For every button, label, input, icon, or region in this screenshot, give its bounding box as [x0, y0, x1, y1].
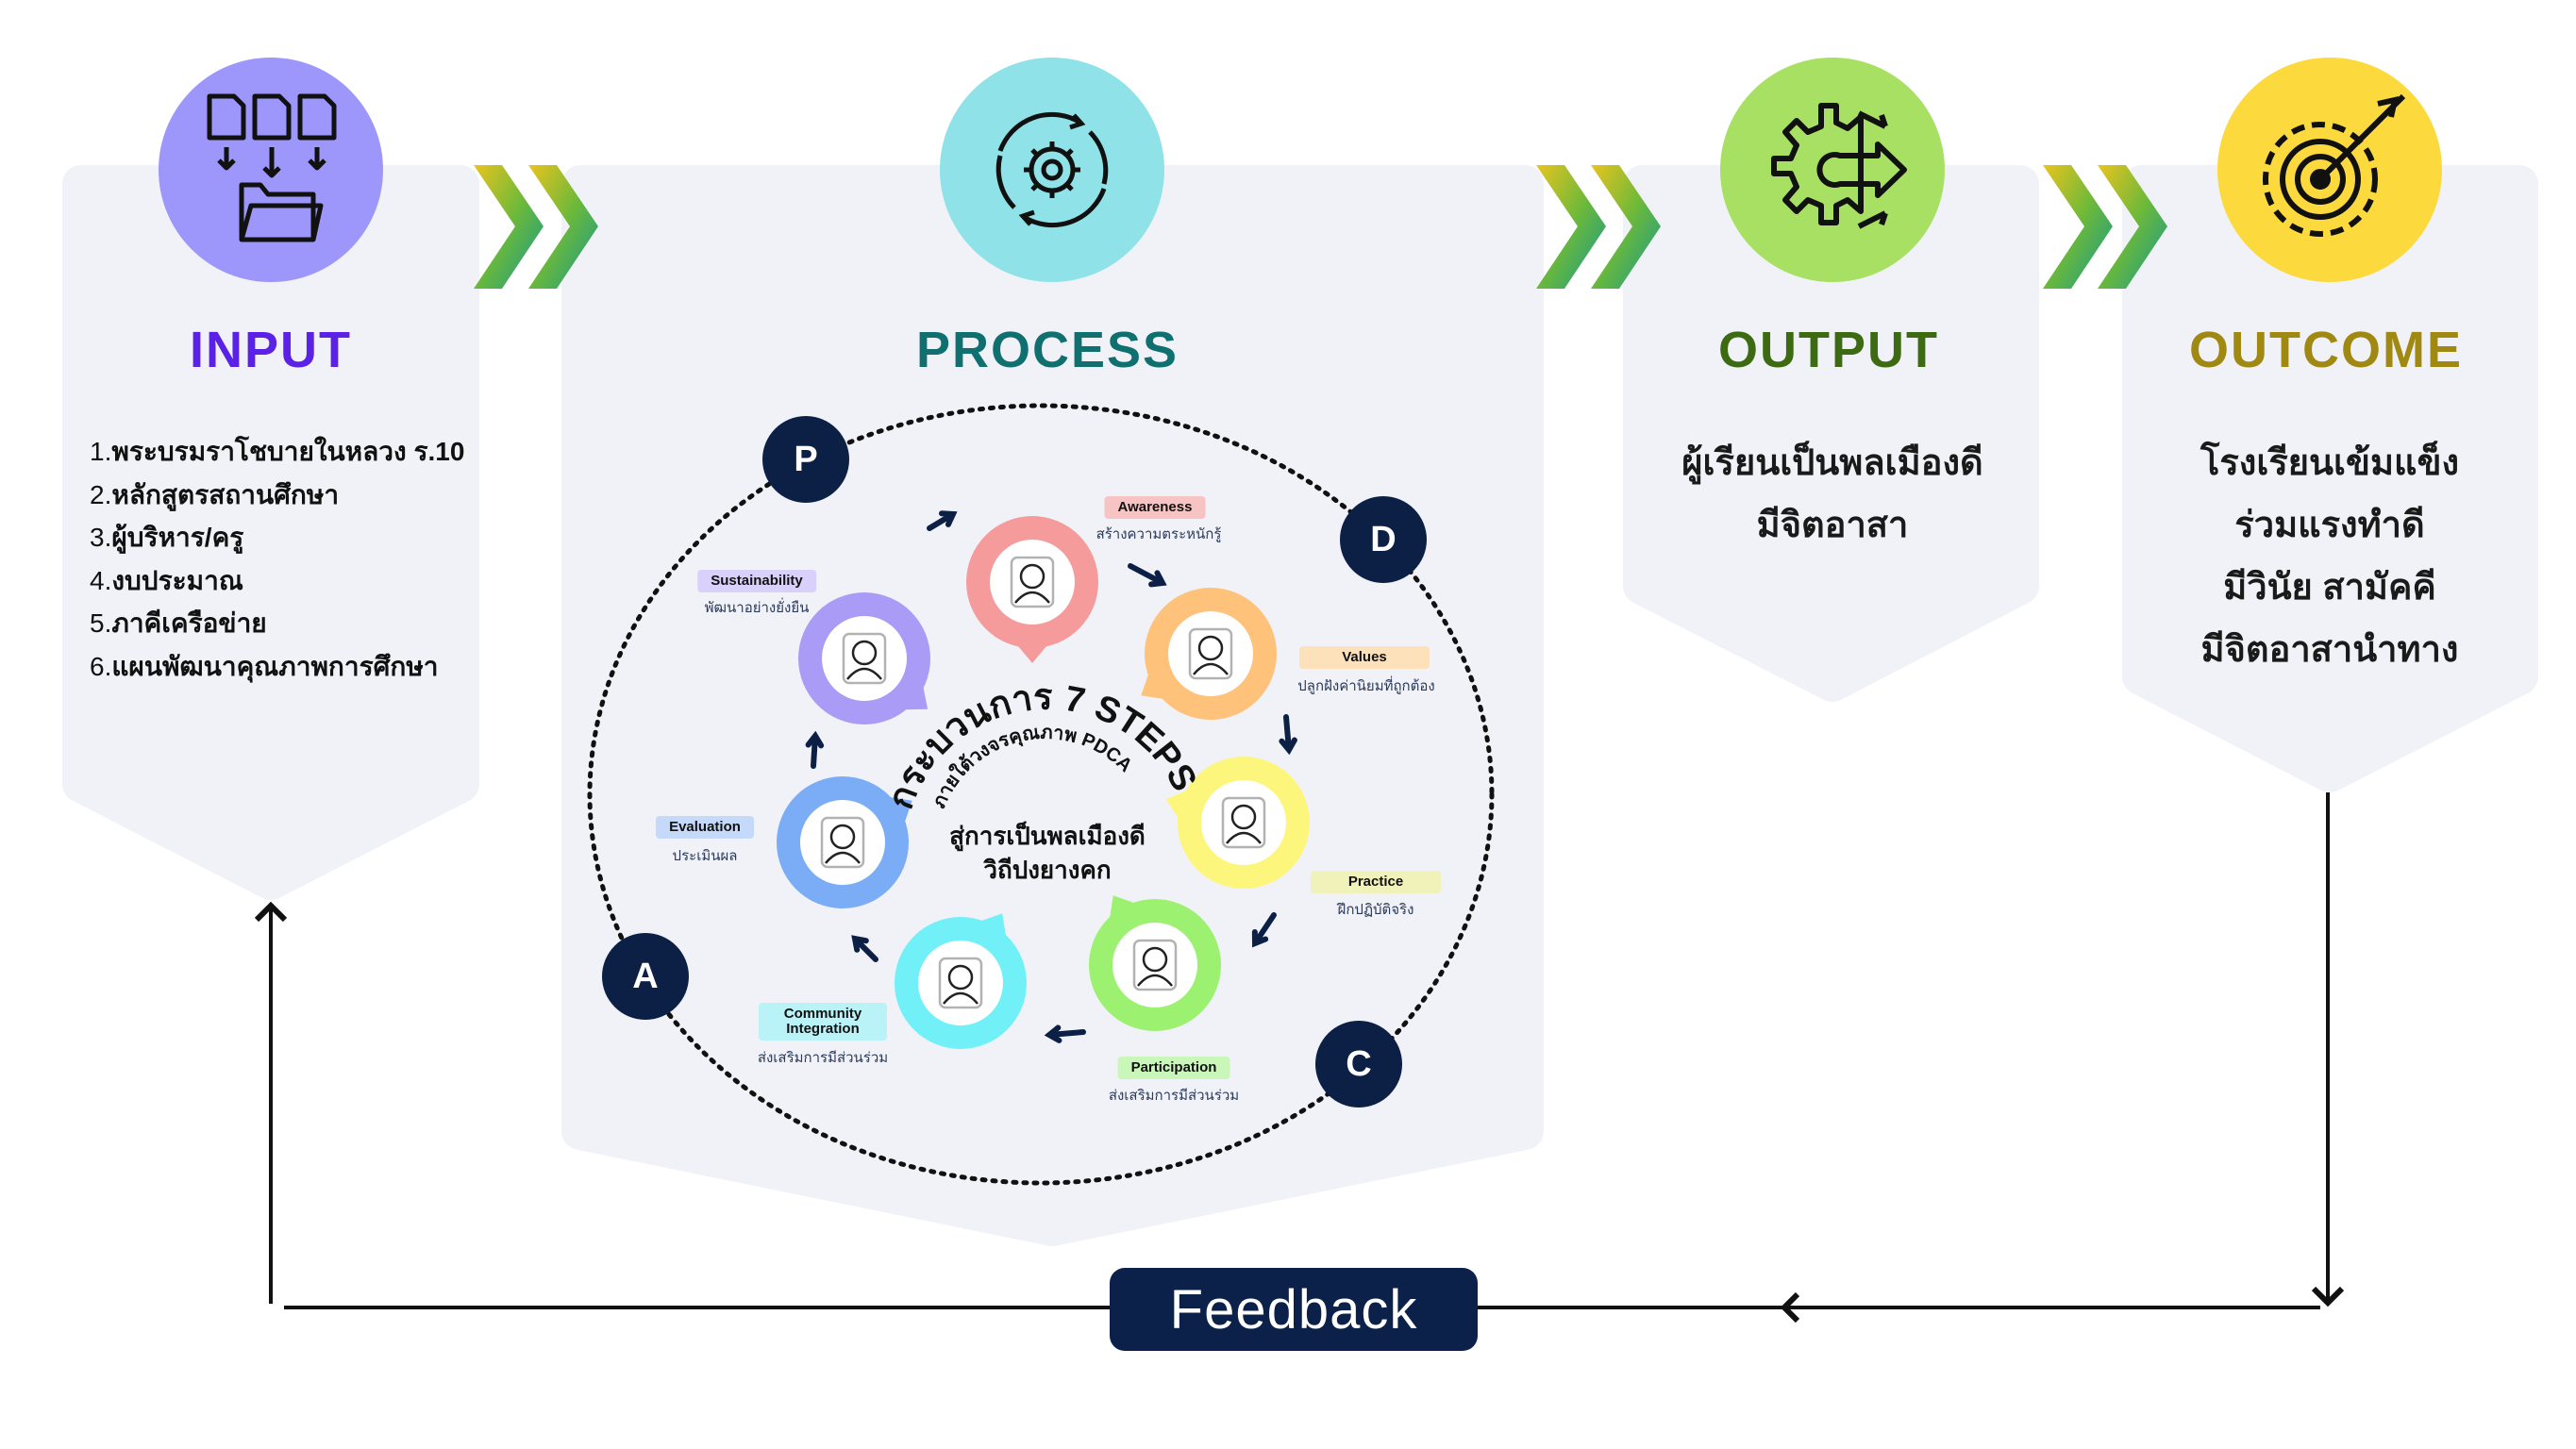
output-line: มีจิตอาสา [1756, 506, 1909, 545]
output-text: ผู้เรียนเป็นพลเมืองดี มีจิตอาสา [1681, 432, 1982, 557]
list-item: 6.แผนพัฒนาคุณภาพการศึกษา [90, 651, 439, 681]
step-sub-evaluation: ประเมินผล [672, 848, 738, 864]
pdca-plan-badge: P [762, 416, 849, 503]
input-panel [62, 165, 479, 900]
outcome-line: มีวินัย สามัคคี [2223, 568, 2436, 608]
step-arrow-icon [1128, 563, 1167, 588]
chevron-arrow-icon [474, 165, 544, 289]
process-center-title: สู่การเป็นพลเมืองดี วิถีปงยางคก [949, 819, 1146, 887]
chevron-arrow-icon [528, 165, 598, 289]
step-arrow-icon [805, 730, 825, 769]
chevron-arrow-icon [1536, 165, 1606, 289]
brain-head-icon [1010, 556, 1055, 608]
documents-into-folder-icon [207, 93, 337, 242]
gear-hand-icon [1221, 796, 1266, 849]
pdca-dotted-circle [587, 403, 1495, 1186]
outcome-title: OUTCOME [2189, 322, 2463, 378]
feedback-arrowhead-down [2311, 1286, 2345, 1307]
step-sub-community-integration: ส่งเสริมการมีส่วนร่วม [757, 1050, 889, 1066]
chevron-arrow-icon [2043, 165, 2113, 289]
step-sub-practice: ฝึกปฏิบัติจริง [1337, 902, 1414, 918]
step-label-sustainability: Sustainability [697, 570, 816, 592]
handshake-community-icon [938, 957, 983, 1009]
pdca-act-badge: A [602, 933, 689, 1020]
outcome-line: มีจิตอาสานำทาง [2200, 630, 2459, 670]
step-label-community-integration: Community Integration [759, 1003, 887, 1041]
step-sub-participation: ส่งเสริมการมีส่วนร่วม [1108, 1088, 1240, 1104]
list-item: 1.พระบรมราโชบายในหลวง ร.10 [90, 437, 465, 466]
step-label-awareness: Awareness [1104, 496, 1206, 519]
input-title: INPUT [190, 322, 352, 378]
step-label-evaluation: Evaluation [656, 816, 754, 839]
outcome-line: ร่วมแรงทำดี [2234, 506, 2425, 545]
list-item: 2.หลักสูตรสถานศึกษา [90, 479, 340, 509]
feedback-arrowhead-up [254, 901, 288, 923]
step-bubble-evaluation [777, 776, 912, 908]
step-bubble-awareness [966, 516, 1098, 663]
center-line-1: สู่การเป็นพลเมืองดี [949, 822, 1146, 850]
outcome-text: โรงเรียนเข้มแข็ง ร่วมแรงทำดี มีวินัย สาม… [2200, 432, 2459, 681]
outcome-panel [2122, 165, 2538, 792]
step-sub-sustainability: พัฒนาอย่างยั่งยืน [704, 600, 810, 616]
gear-cycle-icon [995, 111, 1109, 228]
step-arrow-icon [1279, 714, 1297, 756]
step-label-participation: Participation [1117, 1057, 1230, 1079]
output-panel [1623, 165, 2039, 702]
output-icon-circle [1720, 58, 1945, 282]
pdca-do-badge: D [1340, 496, 1427, 583]
outcome-line: โรงเรียนเข้มแข็ง [2200, 443, 2460, 483]
step-sub-values: ปลูกฝังค่านิยมที่ถูกต้อง [1297, 678, 1435, 694]
feedback-box: Feedback [1110, 1268, 1478, 1351]
chevron-arrow-icon [1591, 165, 1661, 289]
step-bubble-community-integration [895, 913, 1027, 1049]
list-item: 4.งบประมาณ [90, 565, 243, 595]
feedback-arrowhead-left [1780, 1291, 1800, 1324]
growth-cycle-icon [842, 632, 887, 685]
step-sub-awareness: สร้างความตระหนักรู้ [1096, 526, 1222, 542]
step-label-values: Values [1299, 646, 1430, 669]
center-line-2: วิถีปงยางคก [983, 856, 1112, 884]
step-bubble-values [1141, 588, 1277, 720]
output-title: OUTPUT [1718, 322, 1939, 378]
clipboard-chart-icon [820, 816, 865, 869]
step-arrow-icon [1251, 912, 1277, 948]
process-title: PROCESS [915, 322, 1179, 378]
list-item: 5.ภาคีเครือข่าย [90, 608, 267, 639]
step-bubble-sustainability [798, 592, 930, 724]
target-gear-icon [2263, 93, 2406, 237]
output-line: ผู้เรียนเป็นพลเมืองดี [1681, 443, 1983, 483]
step-arrow-icon [1044, 1024, 1086, 1043]
pdca-check-badge: C [1315, 1021, 1402, 1108]
diamond-hands-icon [1188, 627, 1233, 680]
step-arrow-icon [851, 935, 878, 962]
input-list: 1.พระบรมราโชบายในหลวง ร.10 2.หลักสูตรสถา… [90, 430, 464, 689]
list-item: 3.ผู้บริหาร/ครู [90, 523, 244, 553]
step-bubble-practice [1165, 757, 1310, 889]
chevron-arrow-icon [2098, 165, 2167, 289]
step-bubble-participation [1089, 895, 1221, 1031]
step-arrow-icon [927, 510, 958, 531]
step-label-practice: Practice [1311, 871, 1441, 893]
group-people-icon [1132, 939, 1178, 991]
gear-arrow-icon [1771, 103, 1907, 229]
process-icon-circle [940, 58, 1164, 282]
